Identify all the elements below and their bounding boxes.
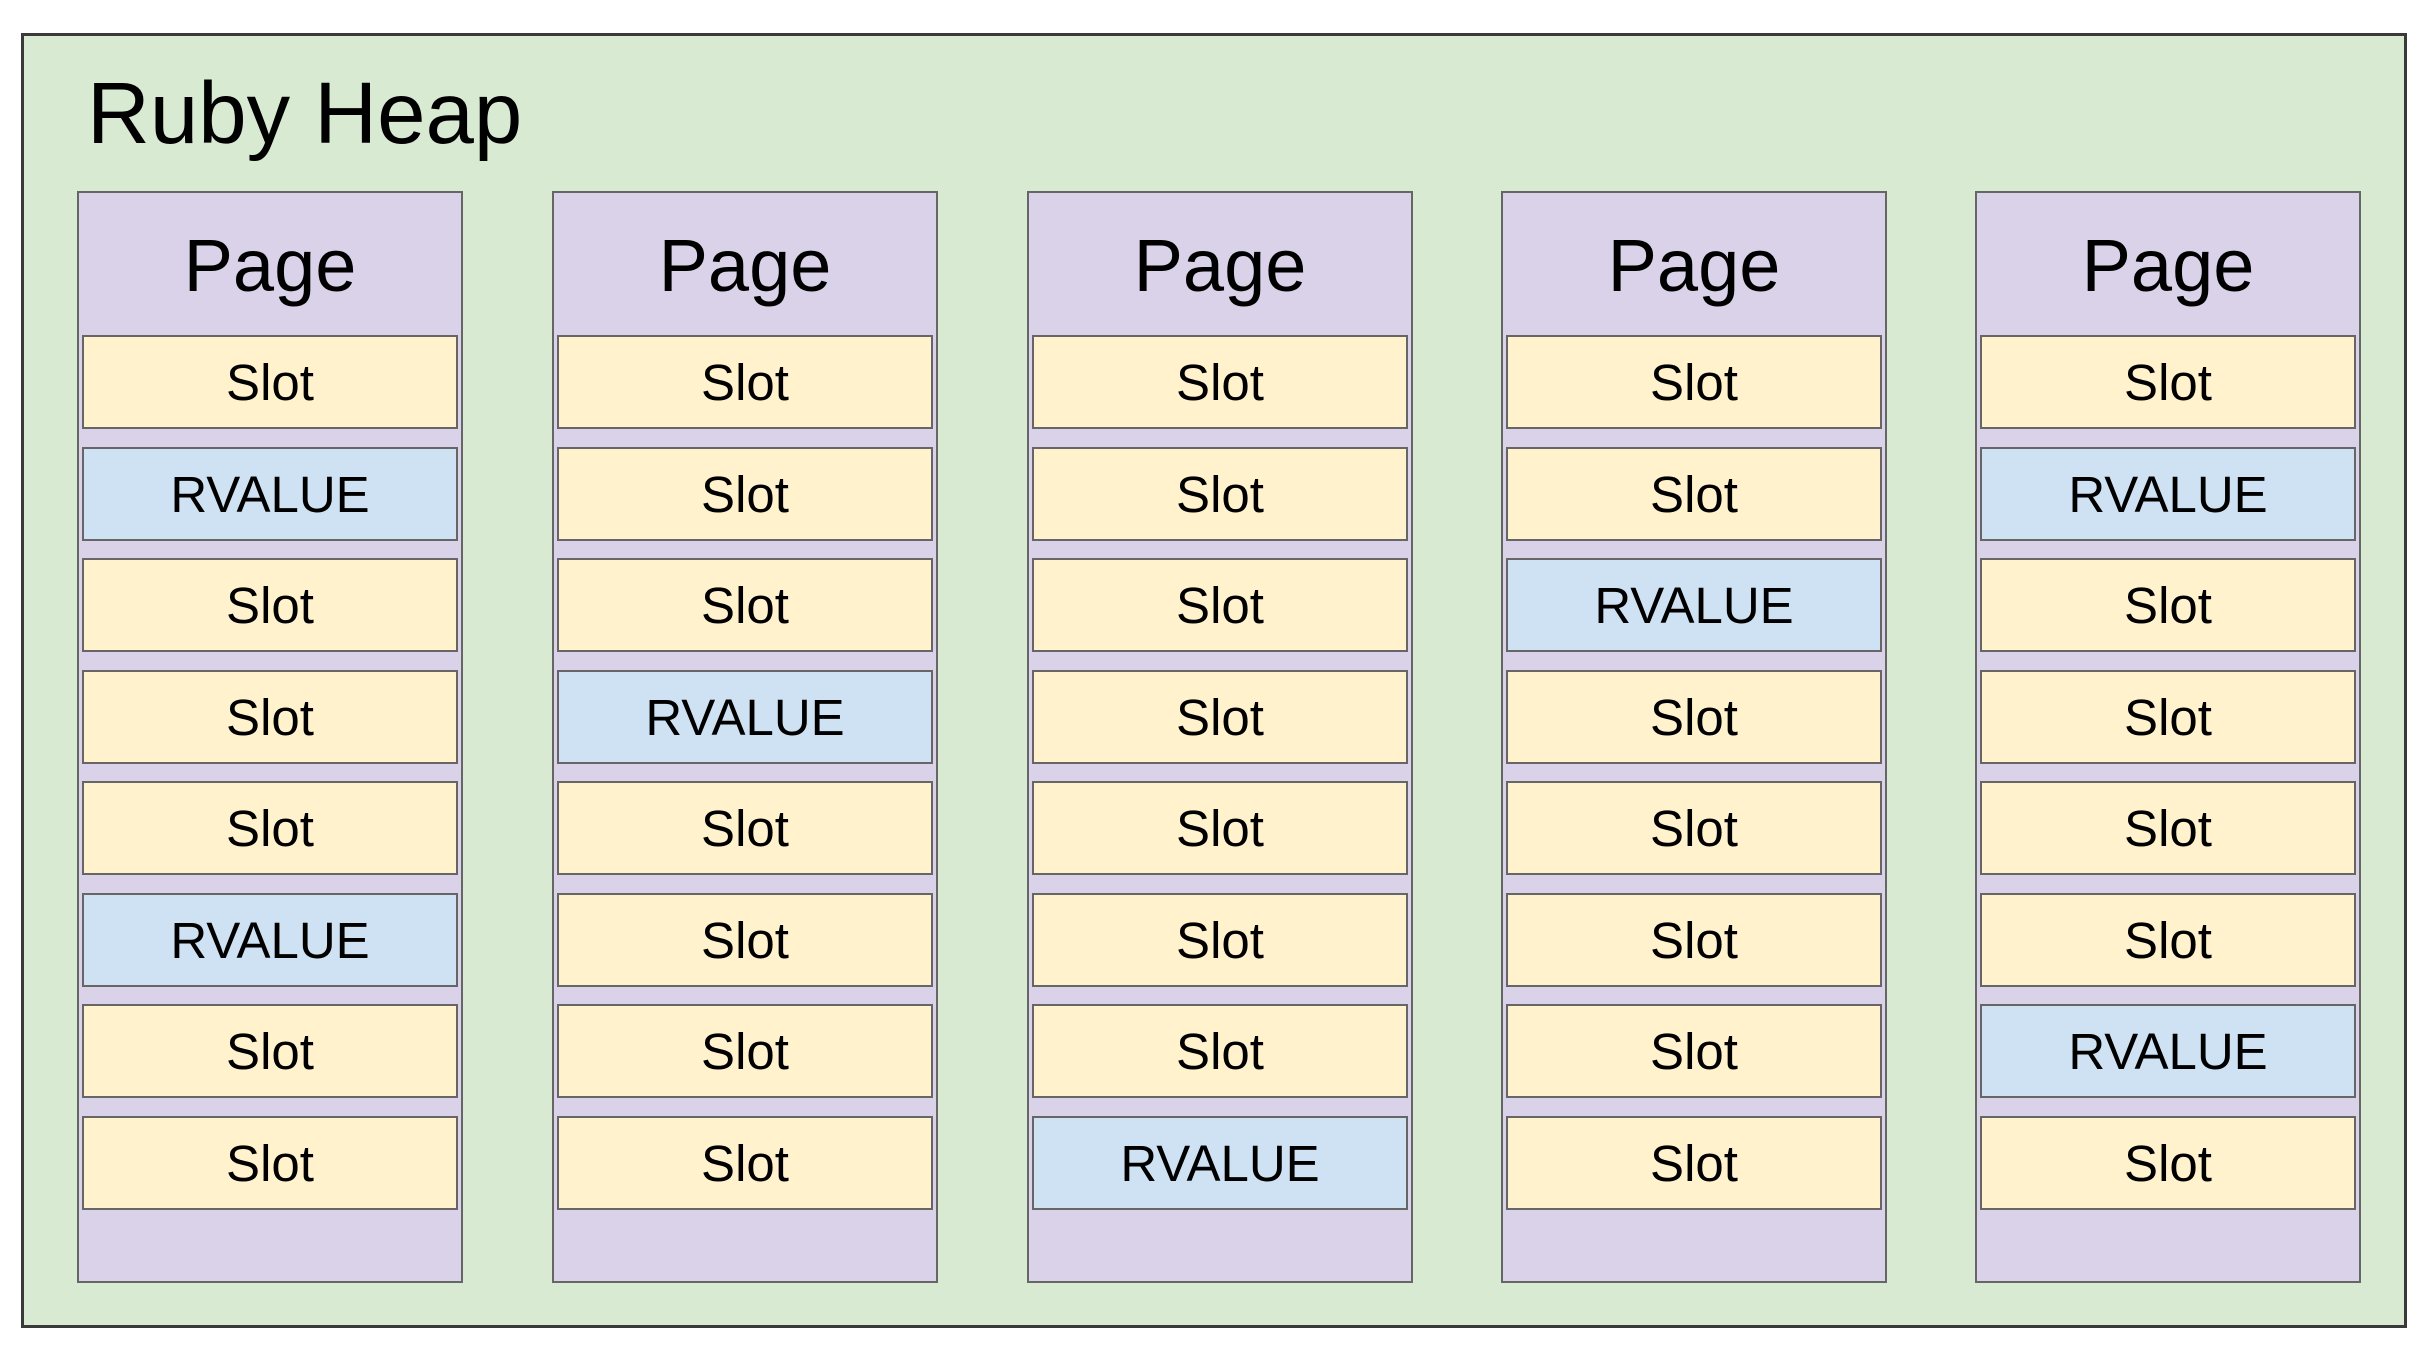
free-slot: Slot [1032, 893, 1408, 987]
free-slot: Slot [557, 1004, 933, 1098]
free-slot: Slot [1032, 447, 1408, 541]
rvalue-slot: RVALUE [1032, 1116, 1408, 1210]
free-slot: Slot [1032, 670, 1408, 764]
free-slot: Slot [557, 335, 933, 429]
rvalue-slot: RVALUE [82, 893, 458, 987]
page-title: Page [2081, 224, 2255, 307]
rvalue-slot: RVALUE [1980, 447, 2356, 541]
free-slot: Slot [1980, 893, 2356, 987]
free-slot: Slot [1506, 1116, 1882, 1210]
free-slot: Slot [557, 781, 933, 875]
free-slot: Slot [1506, 335, 1882, 429]
free-slot: Slot [1032, 335, 1408, 429]
free-slot: Slot [1980, 335, 2356, 429]
free-slot: Slot [82, 335, 458, 429]
free-slot: Slot [1506, 447, 1882, 541]
free-slot: Slot [1980, 1116, 2356, 1210]
free-slot: Slot [1506, 893, 1882, 987]
free-slot: Slot [82, 558, 458, 652]
rvalue-slot: RVALUE [82, 447, 458, 541]
page-title: Page [658, 224, 832, 307]
free-slot: Slot [82, 670, 458, 764]
page-title: Page [183, 224, 357, 307]
free-slot: Slot [1032, 558, 1408, 652]
free-slot: Slot [1032, 1004, 1408, 1098]
free-slot: Slot [82, 1116, 458, 1210]
free-slot: Slot [557, 447, 933, 541]
free-slot: Slot [82, 1004, 458, 1098]
page-title: Page [1133, 224, 1307, 307]
free-slot: Slot [1980, 781, 2356, 875]
rvalue-slot: RVALUE [1980, 1004, 2356, 1098]
free-slot: Slot [1032, 781, 1408, 875]
free-slot: Slot [557, 558, 933, 652]
heap-title: Ruby Heap [87, 65, 523, 162]
page-title: Page [1607, 224, 1781, 307]
free-slot: Slot [1506, 1004, 1882, 1098]
rvalue-slot: RVALUE [557, 670, 933, 764]
free-slot: Slot [1506, 670, 1882, 764]
free-slot: Slot [82, 781, 458, 875]
free-slot: Slot [1980, 558, 2356, 652]
rvalue-slot: RVALUE [1506, 558, 1882, 652]
free-slot: Slot [557, 1116, 933, 1210]
free-slot: Slot [1980, 670, 2356, 764]
free-slot: Slot [1506, 781, 1882, 875]
free-slot: Slot [557, 893, 933, 987]
